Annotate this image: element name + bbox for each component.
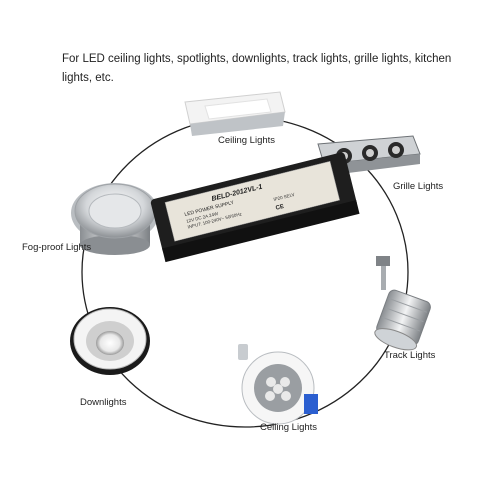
fog-proof-light [71,183,159,255]
label-downlights: Downlights [80,397,127,408]
driver-marks: CE [275,204,285,212]
label-ceiling-lights-top: Ceiling Lights [218,135,276,146]
ceiling-light-gimbal-bottom [238,344,318,425]
downlight [70,307,150,375]
label-ceiling-lights-bottom: Ceiling Lights [260,422,318,433]
label-track-lights: Track Lights [384,350,436,361]
track-light [374,256,431,351]
label-grille-lights: Grille Lights [393,181,444,192]
headline: For LED ceiling lights, spotlights, down… [62,53,452,84]
driver-rating-3: IP20 SELV [273,192,295,202]
label-fog-proof-lights: Fog-proof Lights [22,242,92,253]
ceiling-light-panel-top [184,91,286,136]
led-driver: BELD-2012VL-1 LED POWER SUPPLY 12V DC 2A… [150,152,360,263]
